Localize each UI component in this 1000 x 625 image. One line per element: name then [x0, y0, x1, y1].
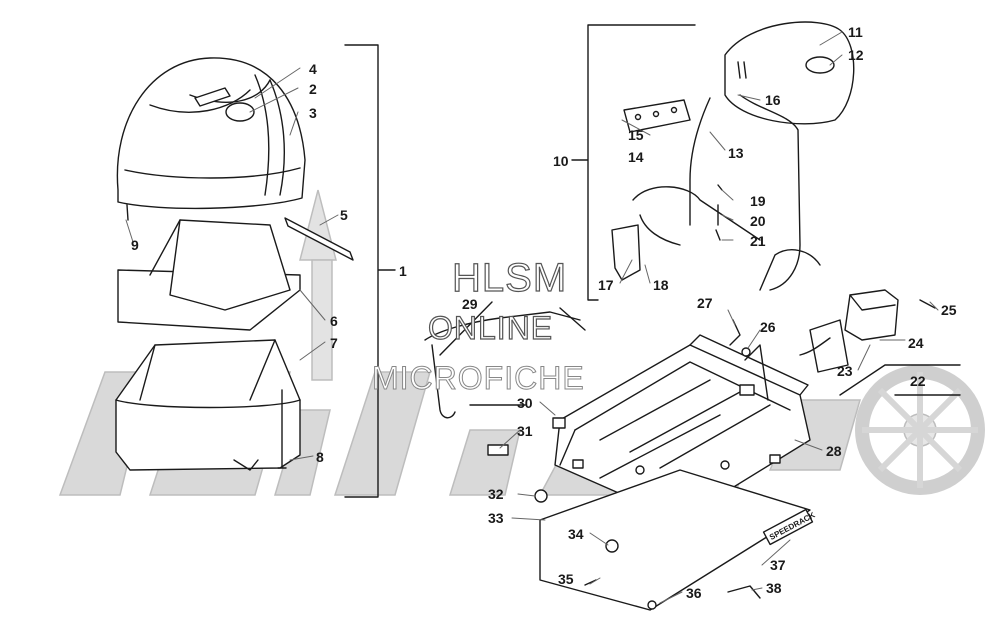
callout-32: 32: [488, 486, 504, 502]
callout-14: 14: [628, 149, 644, 165]
bag-liner: [117, 219, 301, 331]
callout-2: 2: [309, 81, 317, 97]
callout-38: 38: [766, 580, 782, 596]
callout-27: 27: [697, 295, 713, 311]
callout-22: 22: [910, 373, 926, 389]
bracket-10: [571, 24, 696, 301]
backrest-frame: [611, 94, 821, 291]
callout-12: 12: [848, 47, 864, 63]
callout-23: 23: [837, 363, 853, 379]
rack-base-plate: [539, 469, 814, 611]
callout-8: 8: [316, 449, 324, 465]
callout-30: 30: [517, 395, 533, 411]
callout-3: 3: [309, 105, 317, 121]
strap-and-clip: [126, 204, 354, 469]
rail-lines: [439, 301, 526, 406]
bracket-1: [344, 44, 396, 498]
callout-25: 25: [941, 302, 957, 318]
callout-21: 21: [750, 233, 766, 249]
bracket-22: [839, 364, 961, 396]
callout-28: 28: [826, 443, 842, 459]
callout-29: 29: [462, 296, 478, 312]
callout-26: 26: [760, 319, 776, 335]
callout-36: 36: [686, 585, 702, 601]
callout-4: 4: [309, 61, 317, 77]
callout-13: 13: [728, 145, 744, 161]
callout-17: 17: [598, 277, 614, 293]
callout-37: 37: [770, 557, 786, 573]
rack-side-rail: [424, 307, 586, 419]
callout-10: 10: [553, 153, 569, 169]
callout-5: 5: [340, 207, 348, 223]
callout-11: 11: [848, 24, 863, 40]
watermark-line1: HLSM: [451, 256, 568, 300]
leader-lines: [125, 31, 939, 604]
callout-9: 9: [131, 237, 139, 253]
callout-15: 15: [628, 127, 644, 143]
callout-34: 34: [568, 526, 584, 542]
tail-light: [799, 289, 936, 373]
callout-20: 20: [750, 213, 766, 229]
backrest-pad: [724, 21, 855, 125]
callout-16: 16: [765, 92, 781, 108]
callout-1: 1: [399, 263, 407, 279]
callout-19: 19: [750, 193, 766, 209]
trunk-bag-lid: [116, 57, 306, 210]
callout-33: 33: [488, 510, 504, 526]
callout-31: 31: [517, 423, 533, 439]
callout-35: 35: [558, 571, 574, 587]
callout-6: 6: [330, 313, 338, 329]
callout-7: 7: [330, 335, 338, 351]
watermark-line2: ONLINE: [427, 310, 554, 346]
watermark-line3: MICROFICHE: [372, 360, 585, 396]
bag-base: [115, 339, 301, 471]
callout-18: 18: [653, 277, 669, 293]
callout-24: 24: [908, 335, 924, 351]
